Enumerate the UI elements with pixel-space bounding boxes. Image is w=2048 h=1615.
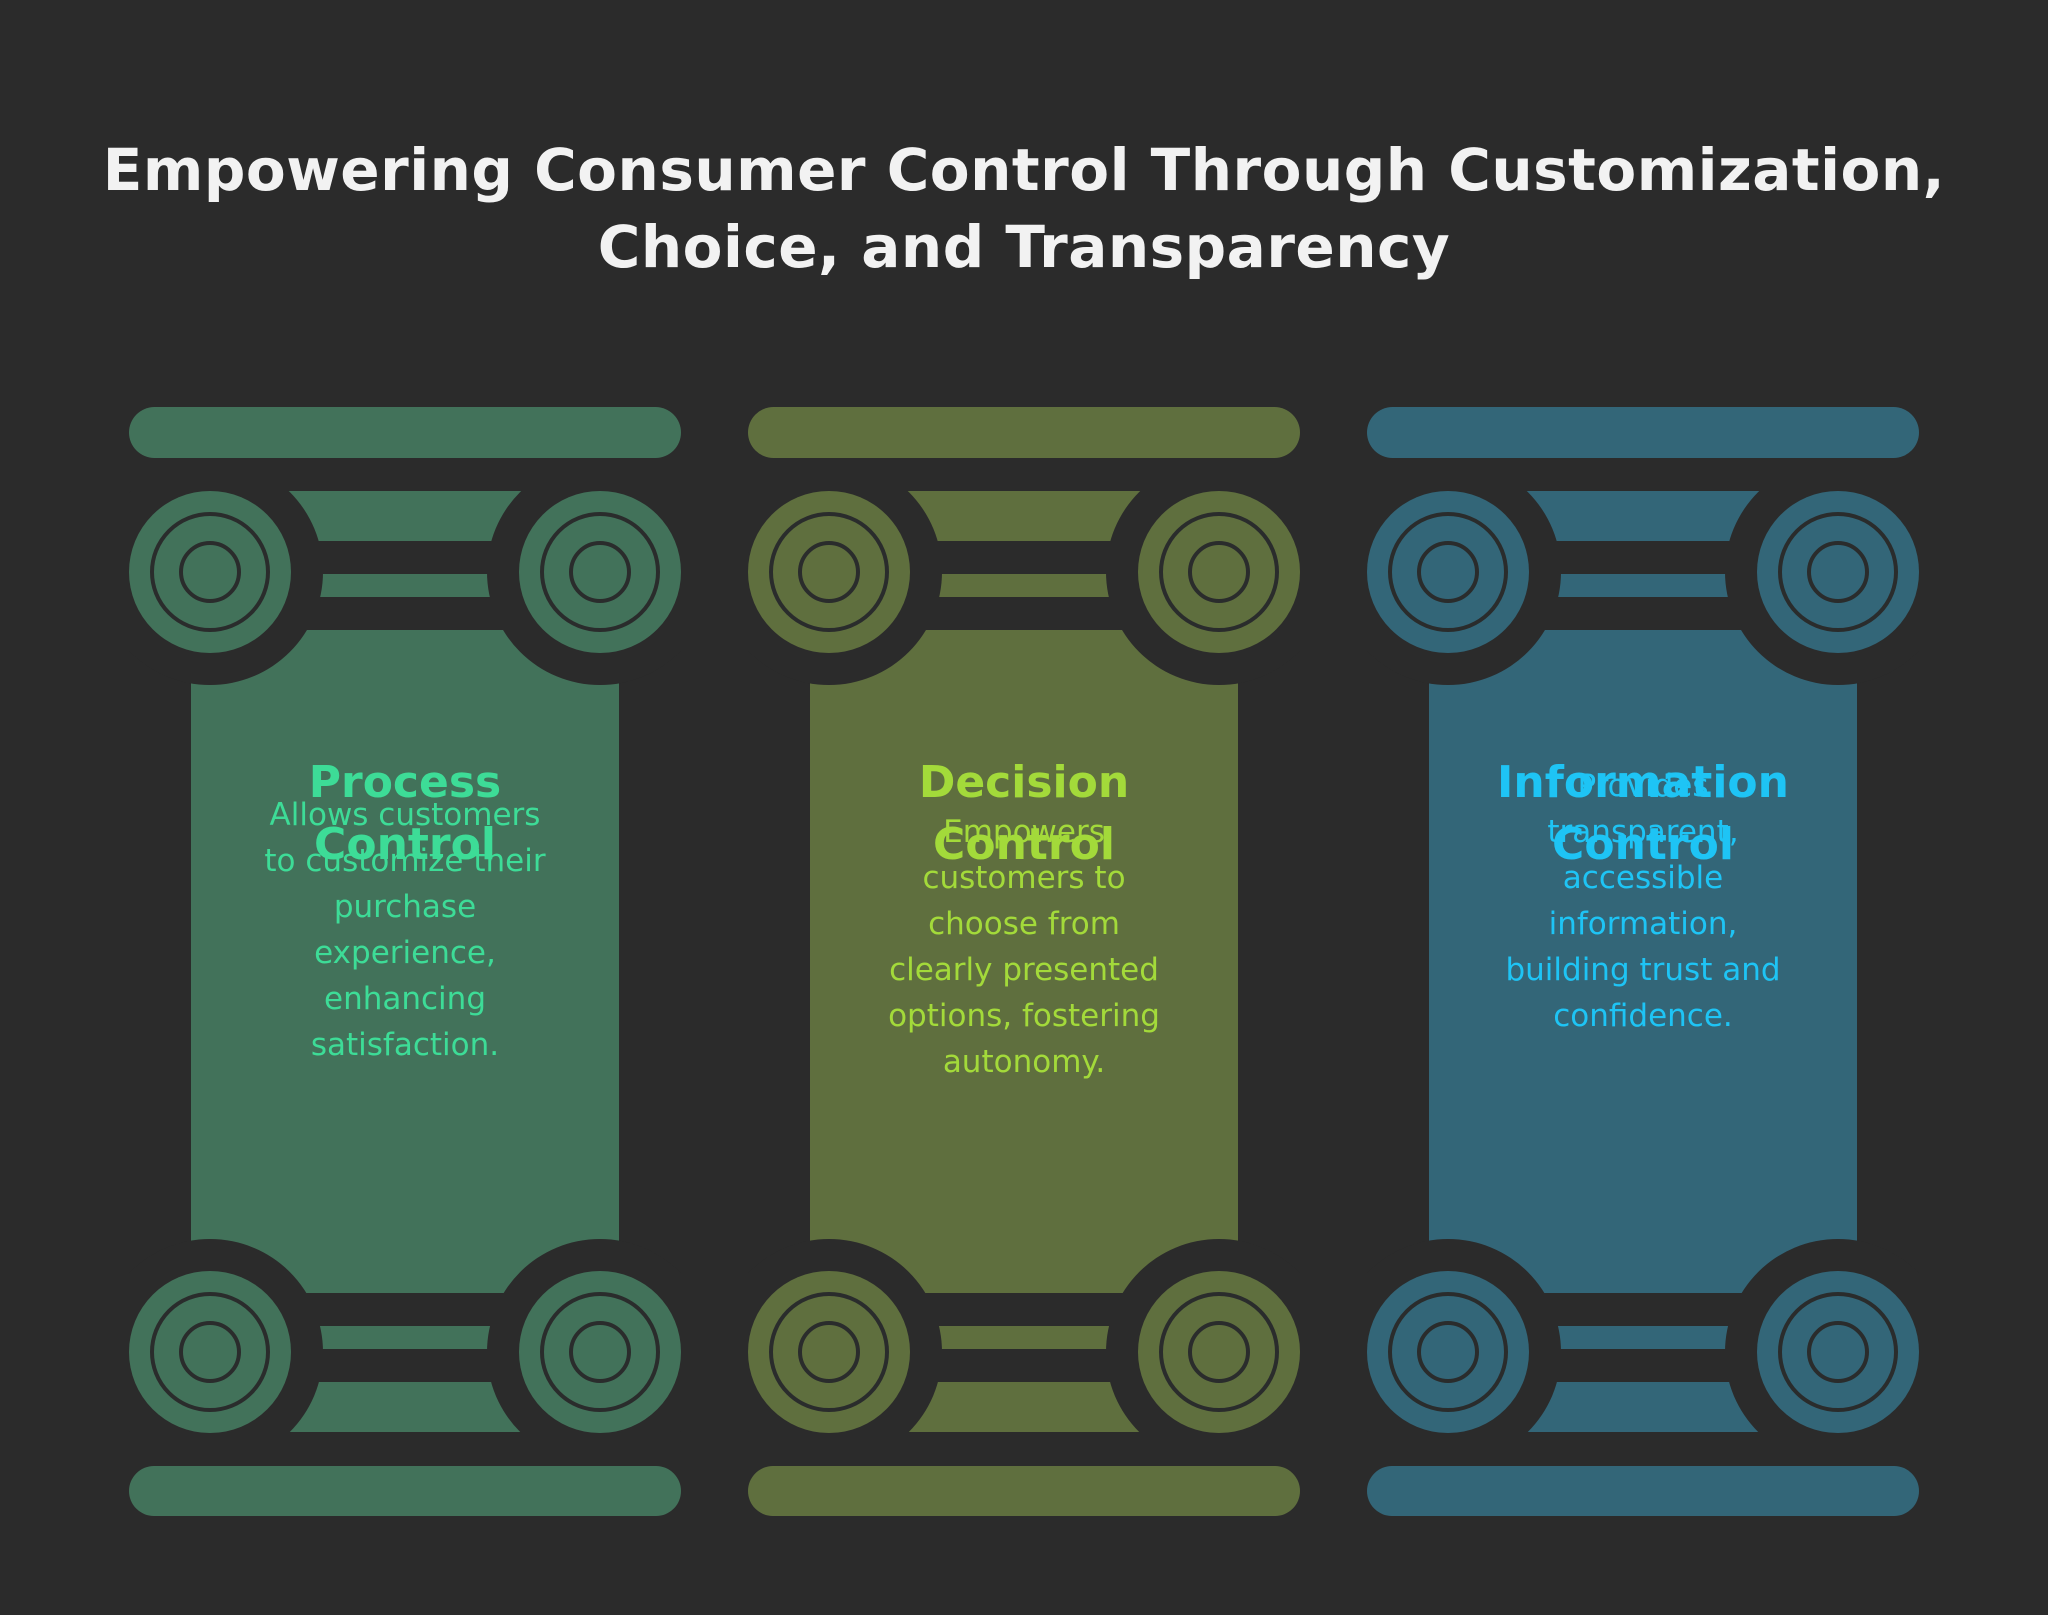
bottom-bar xyxy=(129,1466,681,1516)
pillar-process-control: Process Control Allows customers to custo… xyxy=(129,400,681,1525)
ionic-column-icon xyxy=(129,407,681,1516)
heading-line-2: Control xyxy=(314,819,496,870)
description-line: Empowers xyxy=(943,814,1105,850)
description-line: clearly presented xyxy=(889,952,1159,988)
pillar-heading: Information Control xyxy=(1429,752,1857,876)
title-line-1: Empowering Consumer Control Through Cust… xyxy=(102,136,1946,204)
description-line: Provides xyxy=(1577,768,1709,804)
description-line: purchase xyxy=(333,889,477,925)
heading-line-1: Information xyxy=(1497,757,1789,808)
description-line: experience, xyxy=(314,935,496,971)
heading-line-1: Decision xyxy=(918,757,1130,808)
pillar-heading: Decision Control xyxy=(810,752,1238,876)
description-line: autonomy. xyxy=(942,1044,1106,1080)
top-bar xyxy=(748,407,1300,458)
description-line: choose from xyxy=(928,906,1120,942)
pillar-description: Allows customers to customize their purcha… xyxy=(191,792,619,1068)
description-line: information, xyxy=(1548,906,1738,942)
description-line: building trust and xyxy=(1505,952,1781,988)
bottom-bar xyxy=(1367,1466,1919,1516)
description-line: options, fostering xyxy=(888,998,1160,1034)
ionic-column-icon xyxy=(748,407,1300,1516)
description-line: confidence. xyxy=(1553,998,1733,1034)
bottom-bar xyxy=(748,1466,1300,1516)
heading-line-1: Process xyxy=(308,757,502,808)
top-bar xyxy=(129,407,681,458)
pillar-description: Empowers customers to choose from clearly p… xyxy=(810,809,1238,1085)
pillar-information-control: Information Control Provides transparent,… xyxy=(1367,400,1919,1525)
page-title: Empowering Consumer Control Through Cust… xyxy=(0,132,2048,286)
title-line-2: Choice, and Transparency xyxy=(597,213,1451,281)
description-line: customers to xyxy=(922,860,1126,896)
description-line: to customize their xyxy=(264,843,546,879)
pillar-description: Provides transparent, accessible informatio… xyxy=(1429,763,1857,1039)
description-line: satisfaction. xyxy=(310,1027,500,1063)
description-line: Allows customers xyxy=(269,797,541,833)
pillar-heading: Process Control xyxy=(191,752,619,876)
heading-line-2: Control xyxy=(1552,819,1734,870)
description-line: accessible xyxy=(1562,860,1724,896)
pillar-decision-control: Decision Control Empowers customers to cho… xyxy=(748,400,1300,1525)
description-line: enhancing xyxy=(324,981,486,1017)
heading-line-2: Control xyxy=(933,819,1115,870)
ionic-column-icon xyxy=(1367,407,1919,1516)
description-line: transparent, xyxy=(1547,814,1739,850)
top-bar xyxy=(1367,407,1919,458)
